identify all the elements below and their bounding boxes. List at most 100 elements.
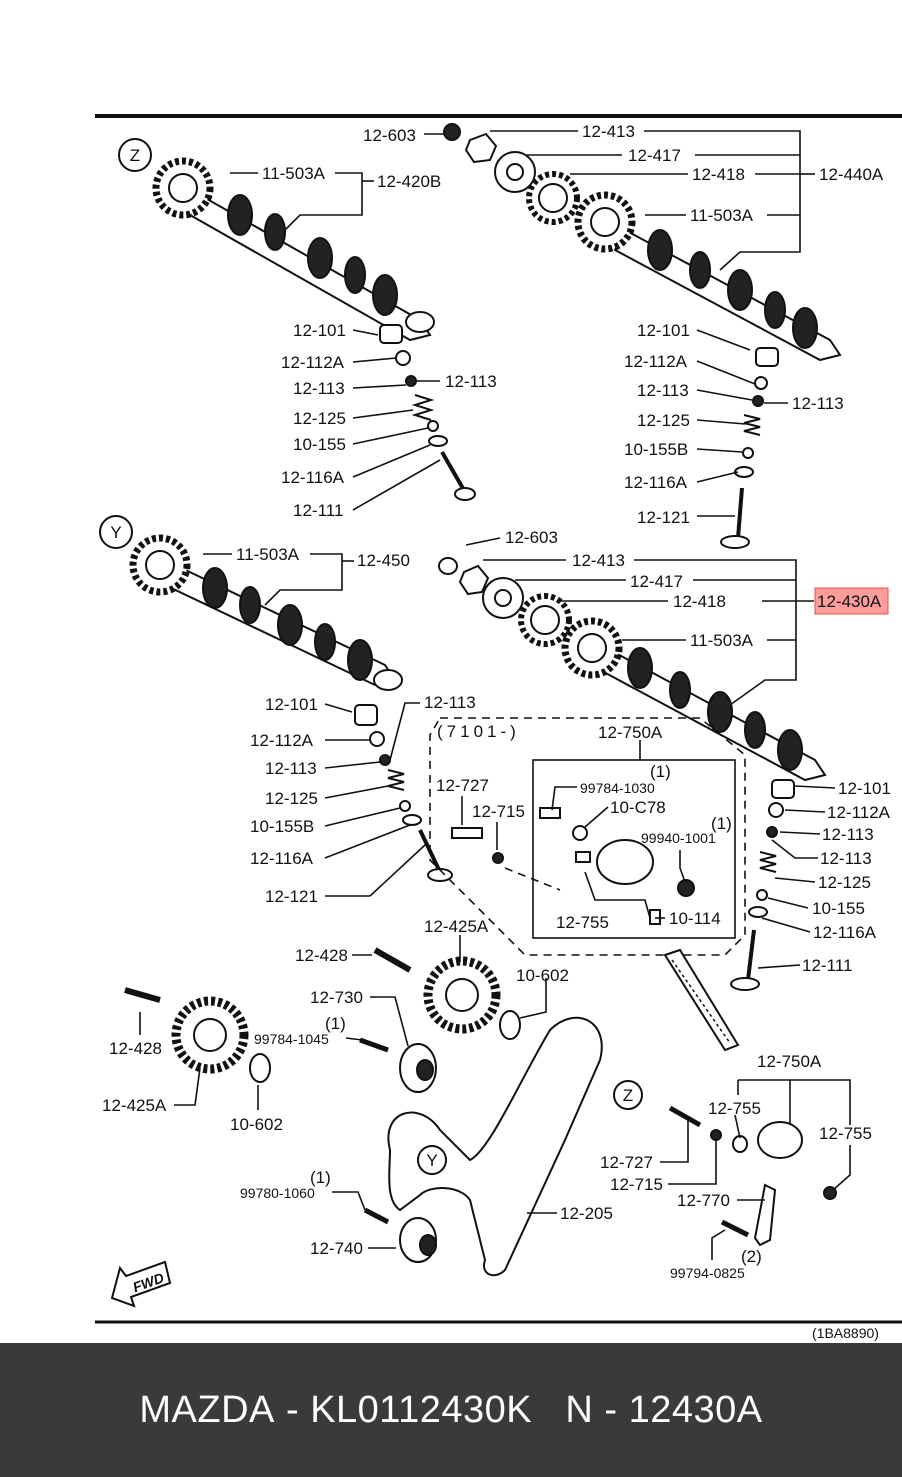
label-12-425A-a: 12-425A (424, 917, 489, 936)
label-12-113-a: 12-113 (293, 379, 345, 398)
pulley-upper (373, 947, 521, 1040)
label-12-727-b: 12-727 (600, 1153, 653, 1172)
label-12-413-top: 12-413 (582, 122, 635, 141)
footer-n-number: 12430A (628, 1388, 763, 1431)
tensioner-parts (451, 807, 695, 925)
label-12-111-b: 12-111 (802, 956, 852, 975)
callout-circle-y-belt (417, 1145, 447, 1175)
label-10-155B-a: 10-155B (624, 440, 688, 459)
part-number-footer: MAZDA - KL0112430K N - 12430A (0, 1343, 902, 1477)
label-12-125-d: 12-125 (818, 873, 871, 892)
label-12-116A-c: 12-116A (250, 849, 314, 868)
label-12-603-top: 12-603 (363, 126, 416, 145)
label-12-112A-d: 12-112A (827, 803, 891, 822)
label-11-503A-a: 11-503A (262, 164, 326, 183)
valve-stack-top-right (720, 347, 779, 549)
tensioner-dashed-outline (429, 717, 746, 956)
label-qty-2: (2) (741, 1247, 762, 1266)
label-12-125-b: 12-125 (637, 411, 690, 430)
label-12-205: 12-205 (560, 1204, 613, 1223)
label-10-602-a: 10-602 (516, 966, 569, 985)
callout-circle-z-belt (613, 1080, 643, 1110)
label-11-503A-b: 11-503A (690, 206, 754, 225)
label-10-155B-b: 10-155B (250, 817, 314, 836)
footer-separator-2: - (593, 1388, 629, 1431)
label-10-114: 10-114 (669, 909, 721, 928)
footer-part-number: KL0112430K (310, 1388, 533, 1431)
label-12-112A-a: 12-112A (281, 353, 345, 372)
label-12-755-a: 12-755 (556, 913, 609, 932)
label-qty-1-a: (1) (650, 762, 671, 781)
camshaft-middle-right (438, 557, 827, 782)
label-12-112A-c: 12-112A (250, 731, 314, 750)
fwd-arrow-icon: FWD (110, 1260, 172, 1308)
idler-pulley-lower (363, 1207, 437, 1263)
callout-y-left: Y (110, 523, 121, 542)
label-10-C78: 10-C78 (610, 798, 666, 817)
label-12-770: 12-770 (677, 1191, 730, 1210)
label-12-750A-b: 12-750A (757, 1052, 822, 1071)
part-labels: 12-603 12-413 12-417 12-418 12-440A 11-5… (102, 122, 891, 1341)
label-12-112A-b: 12-112A (624, 352, 688, 371)
footer-brand: MAZDA (139, 1388, 275, 1431)
label-12-730: 12-730 (310, 988, 363, 1007)
footer-separator-1: - (274, 1388, 311, 1431)
leader-lines (139, 130, 851, 1260)
label-qty-1-c: (1) (325, 1014, 346, 1033)
label-12-450: 12-450 (357, 551, 410, 570)
label-qty-1-d: (1) (310, 1168, 331, 1187)
timing-belt (387, 1016, 603, 1277)
camshaft-top-right (443, 123, 842, 362)
tensioner-lower (668, 1105, 837, 1247)
label-12-755-b: 12-755 (708, 1099, 761, 1118)
label-99784-1030: 99784-1030 (580, 780, 655, 796)
label-10-155-b: 10-155 (812, 899, 865, 918)
label-12-101-b: 12-101 (637, 321, 690, 340)
label-12-715-b: 12-715 (610, 1175, 663, 1194)
label-12-121-a: 12-121 (637, 508, 690, 527)
label-12-116A-a: 12-116A (281, 468, 345, 487)
callout-y-belt: Y (426, 1151, 437, 1170)
label-12-428-b: 12-428 (109, 1039, 162, 1058)
label-12-101-d: 12-101 (838, 779, 891, 798)
label-99794-0825: 99794-0825 (670, 1265, 745, 1281)
camshaft-middle-left (129, 534, 403, 691)
label-99940-1001: 99940-1001 (641, 830, 716, 846)
label-10-155-a: 10-155 (293, 435, 346, 454)
label-11-503A-c: 11-503A (236, 545, 300, 564)
label-12-603-b: 12-603 (505, 528, 558, 547)
label-12-111-a: 12-111 (293, 501, 343, 520)
idler-pulley (359, 1037, 437, 1093)
label-12-125-a: 12-125 (293, 409, 346, 428)
label-12-418-b: 12-418 (673, 592, 726, 611)
label-12-113-f: 12-113 (265, 759, 317, 778)
footer-gap (532, 1389, 565, 1432)
callout-z-top: Z (130, 146, 140, 165)
label-12-113-d: 12-113 (792, 394, 844, 413)
callout-z-belt: Z (623, 1086, 633, 1105)
label-12-420B: 12-420B (377, 172, 441, 191)
footer-n-prefix: N (565, 1388, 594, 1431)
valve-stack-middle-left (354, 704, 453, 882)
label-12-113-e: 12-113 (424, 693, 476, 712)
label-1BA8890: (1BA8890) (812, 1325, 879, 1341)
label-12-113-g: 12-113 (822, 825, 874, 844)
label-qty-1-b: (1) (711, 814, 732, 833)
label-12-425A-b: 12-425A (102, 1096, 167, 1115)
label-12-116A-b: 12-116A (624, 473, 688, 492)
callout-circle-z-top (118, 138, 152, 172)
label-12-417-top: 12-417 (628, 146, 681, 165)
label-12-440A: 12-440A (819, 165, 884, 184)
callout-circle-y-left (99, 515, 133, 549)
label-12-101-a: 12-101 (293, 321, 346, 340)
camshaft-top-left (152, 157, 435, 342)
valve-stack-middle-right (730, 779, 795, 991)
label-12-740: 12-740 (310, 1239, 363, 1258)
label-12-750A-a: 12-750A (598, 723, 663, 742)
direction-arrow-stripe (663, 948, 740, 1052)
label-12-113-c: 12-113 (637, 381, 689, 400)
parts-diagram: Z (95, 114, 902, 1341)
label-12-727-a: 12-727 (436, 776, 489, 795)
label-12-413-b: 12-413 (572, 551, 625, 570)
label-12-417-b: 12-417 (630, 572, 683, 591)
